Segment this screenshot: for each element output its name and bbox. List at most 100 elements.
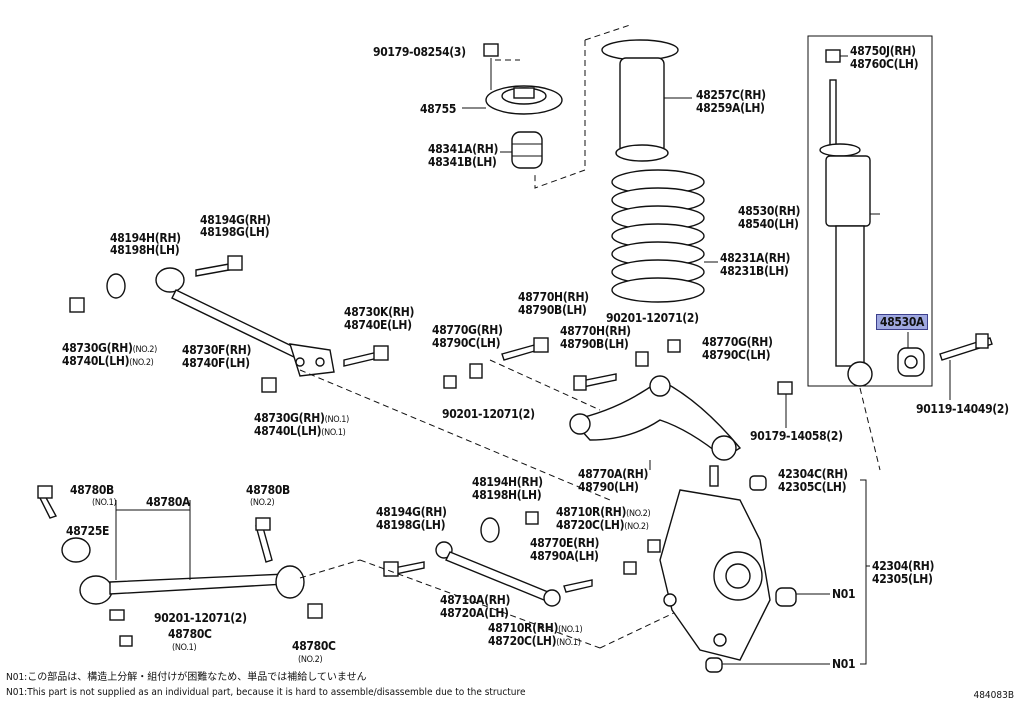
label-bushing-highlight[interactable]: 48530A <box>876 314 929 330</box>
label-support: 48755 <box>420 102 457 116</box>
nut-12071-top-icon <box>635 351 649 367</box>
label-bolt-14049: 90119-14049(2) <box>916 402 1009 416</box>
label-720c-lh-no1: 48720C(LH)(NO.1) <box>488 634 581 648</box>
label-n01-a: N01 <box>832 587 856 601</box>
bushing-194h-b-icon <box>480 517 500 543</box>
nut-14058-icon <box>777 381 793 395</box>
label-780b-no2: 48780B <box>246 483 290 497</box>
bolt-710r-icon <box>563 579 593 593</box>
nut-770g-b-icon <box>667 339 681 353</box>
knuckle-bushing-lower-icon <box>705 657 723 673</box>
label-770a-rh: 48770A(RH) <box>578 467 649 481</box>
label-740e-lh: 48740E(LH) <box>344 318 412 332</box>
label-770h-rh: 48770H(RH) <box>518 290 589 304</box>
label-770h-rh-b: 48770H(RH) <box>560 324 631 338</box>
label-194h-rh-b: 48194H(RH) <box>472 475 543 489</box>
support-mount-icon <box>485 85 563 115</box>
mount-nut-icon <box>483 43 499 57</box>
label-nut-14058: 90179-14058(2) <box>750 429 843 443</box>
label-42305c-lh: 42305C(LH) <box>778 480 847 494</box>
spring-insulator-icon <box>601 39 679 162</box>
label-knuckle-rh: 42304(RH) <box>872 559 935 573</box>
label-780c-no1-sub: (NO.1) <box>172 643 197 653</box>
label-knuckle-lh: 42305(LH) <box>872 572 933 586</box>
label-770g-rh-b: 48770G(RH) <box>702 335 773 349</box>
upper-control-arm-icon <box>569 375 742 487</box>
label-790b-lh: 48790B(LH) <box>518 303 587 317</box>
label-790a-lh: 48790A(LH) <box>530 549 599 563</box>
label-770g-rh: 48770G(RH) <box>432 323 503 337</box>
label-780b-no2-sub: (NO.2) <box>250 498 275 508</box>
label-780b-no1: 48780B <box>70 483 114 497</box>
nut-780c-no1-icon <box>119 635 133 647</box>
label-insulator-rh: 48257C(RH) <box>696 88 766 102</box>
nut-12071-bottom-icon <box>109 609 125 621</box>
label-198h-lh: 48198H(LH) <box>110 243 180 257</box>
lower-control-arm-780a-icon <box>79 565 305 605</box>
label-198h-lh-b: 48198H(LH) <box>472 488 542 502</box>
footnote-jp: N01:この部品は、構造上分解・組付けが困難なため、単品では補給していません <box>6 672 367 683</box>
label-730g-rh-no1: 48730G(RH)(NO.1) <box>254 411 349 425</box>
label-spring-lh: 48231B(LH) <box>720 264 789 278</box>
nut-710r-icon <box>525 511 539 525</box>
label-780c-no2-sub: (NO.2) <box>298 655 323 665</box>
label-790b-lh-b: 48790B(LH) <box>560 337 629 351</box>
label-194h-rh: 48194H(RH) <box>110 231 181 245</box>
bump-stopper-icon <box>511 131 543 169</box>
diagram-code: 484083B <box>973 690 1014 701</box>
label-780c-no1: 48780C <box>168 627 212 641</box>
bushing-194h-icon <box>106 273 126 299</box>
label-720a-lh: 48720A(LH) <box>440 606 509 620</box>
bolt-770h-icon <box>501 337 549 361</box>
nut-710r-no1-icon <box>623 561 637 575</box>
label-shock-nut-lh: 48760C(LH) <box>850 57 919 71</box>
label-194g-rh: 48194G(RH) <box>200 213 271 227</box>
label-spring-rh: 48231A(RH) <box>720 251 791 265</box>
label-780b-no1-sub: (NO.1) <box>92 498 117 508</box>
label-n01-b: N01 <box>832 657 856 671</box>
footnote-en: N01:This part is not supplied as an indi… <box>6 687 526 698</box>
nut-770g-icon <box>443 375 457 389</box>
bushing-725e-icon <box>61 537 91 563</box>
label-insulator-lh: 48259A(LH) <box>696 101 765 115</box>
nut-730g-no2-icon <box>69 297 85 313</box>
bolt-780b-no2-icon <box>255 517 273 563</box>
knuckle-bushing-icon <box>775 587 797 607</box>
bushing-42304c-icon <box>749 475 767 491</box>
label-nut-12071-top: 90201-12071(2) <box>606 311 699 325</box>
coil-spring-icon <box>611 169 705 303</box>
label-790c-lh-b: 48790C(LH) <box>702 348 771 362</box>
bolt-730k-icon <box>343 345 389 367</box>
nut-780c-no2-icon <box>307 603 323 619</box>
label-725e: 48725E <box>66 524 110 538</box>
nut-730g-no1-icon <box>261 377 277 393</box>
shock-absorber-icon <box>819 79 873 387</box>
steering-knuckle-icon <box>659 489 771 661</box>
label-shock-lh: 48540(LH) <box>738 217 799 231</box>
label-710a-rh: 48710A(RH) <box>440 593 511 607</box>
nut-770e-icon <box>647 539 661 553</box>
label-740l-lh-no2: 48740L(LH)(NO.2) <box>62 354 154 368</box>
label-780c-no2: 48780C <box>292 639 336 653</box>
label-710r-rh: 48710R(RH)(NO.2) <box>556 505 651 519</box>
label-nut-12071-bottom: 90201-12071(2) <box>154 611 247 625</box>
label-770e-rh: 48770E(RH) <box>530 536 600 550</box>
label-bumper-lh: 48341B(LH) <box>428 155 497 169</box>
label-42304c-rh: 42304C(RH) <box>778 467 848 481</box>
bolt-14049-icon <box>939 333 993 361</box>
lower-link-710a-icon <box>435 541 561 607</box>
label-710r-rh-no1: 48710R(RH)(NO.1) <box>488 621 583 635</box>
label-730f-rh: 48730F(RH) <box>182 343 252 357</box>
label-194g-rh-b: 48194G(RH) <box>376 505 447 519</box>
label-780a: 48780A <box>146 495 191 509</box>
label-730g-rh-no2: 48730G(RH)(NO.2) <box>62 341 157 355</box>
label-shock-rh: 48530(RH) <box>738 204 801 218</box>
bolt-194g-icon <box>195 255 243 277</box>
nut-12071-mid-icon <box>469 363 483 379</box>
shock-nut-icon <box>825 49 841 63</box>
bolt-780b-no1-icon <box>37 485 58 519</box>
label-198g-lh: 48198G(LH) <box>200 225 270 239</box>
label-730k-rh: 48730K(RH) <box>344 305 415 319</box>
